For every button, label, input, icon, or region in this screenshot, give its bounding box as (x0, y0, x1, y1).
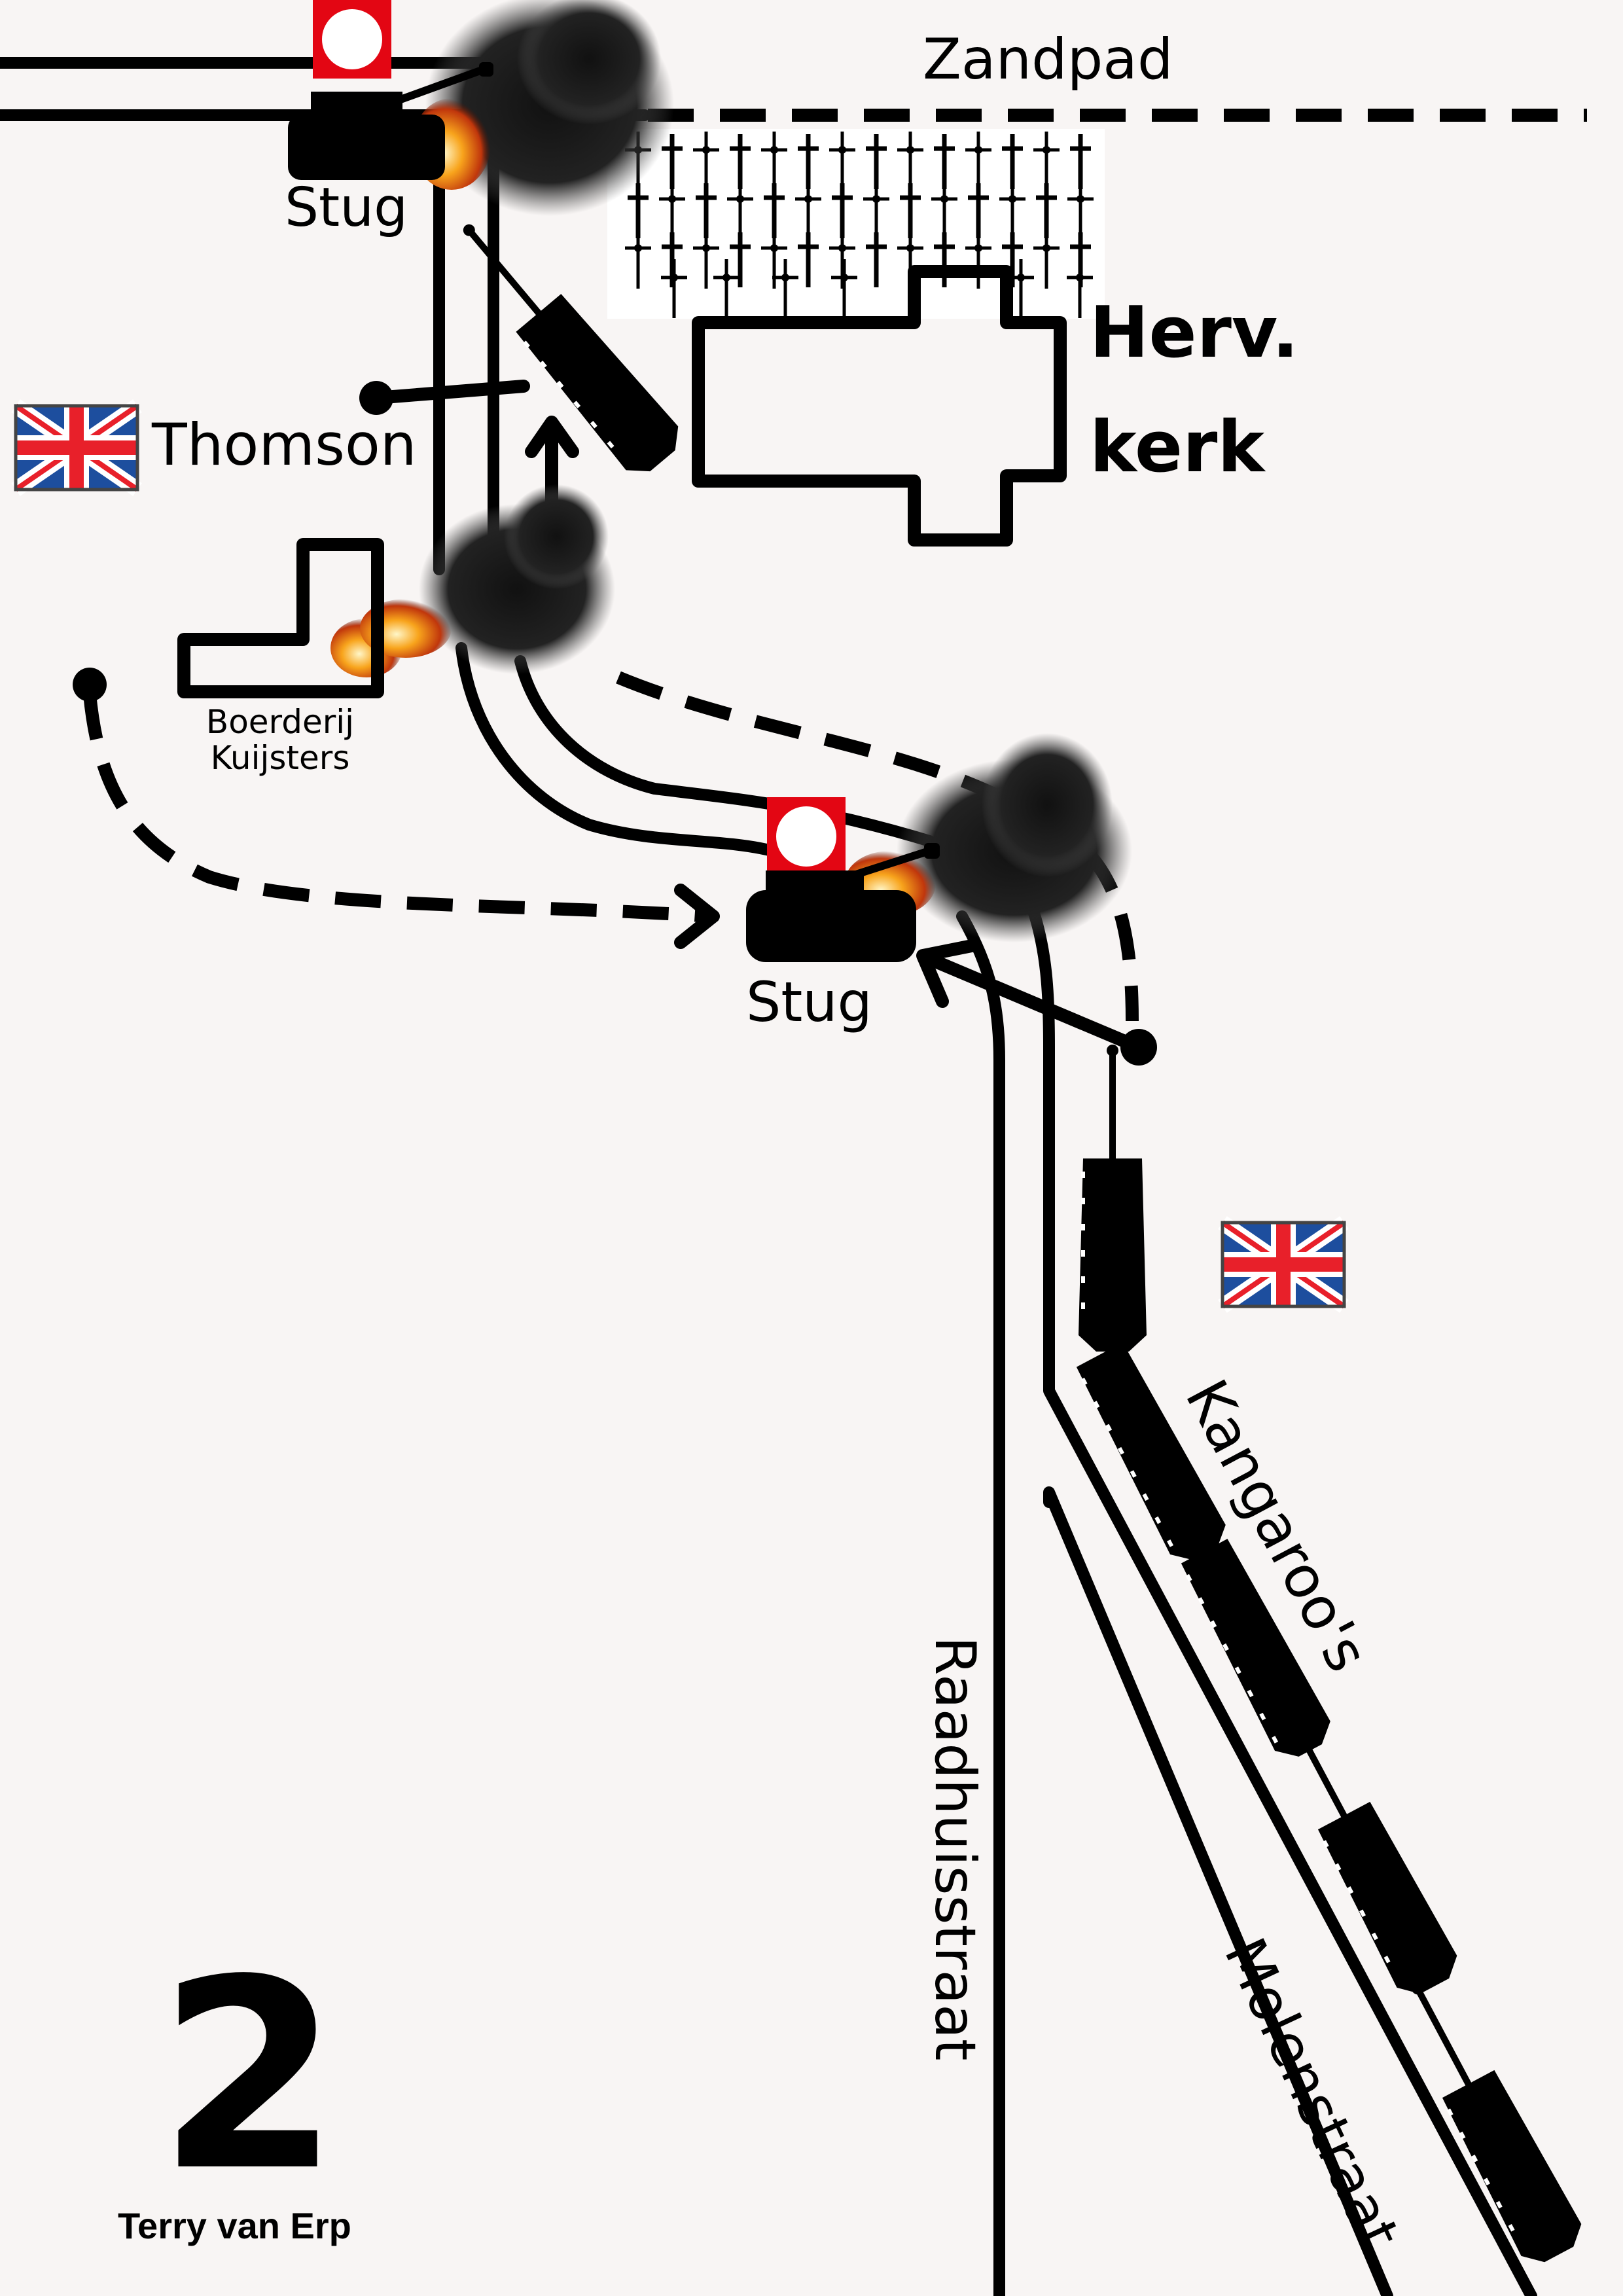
unit-label-stug-top: Stug (285, 177, 408, 239)
burning-vehicle-middle (330, 484, 615, 677)
line-of-fire (370, 380, 530, 404)
german-flag-marker (313, 0, 391, 79)
unit-label-stug-middle: Stug (746, 970, 872, 1034)
german-stug-top: Stug (285, 0, 674, 239)
author-credit: Terry van Erp (118, 2205, 351, 2246)
raadhuisstraat-west-edge (956, 910, 1005, 2296)
german-flag-marker (767, 797, 846, 876)
cemetery (607, 129, 1105, 319)
tank-silhouette-icon (746, 843, 940, 962)
church-label-line2: kerk (1090, 406, 1266, 488)
farm-label-line1: Boerderij (206, 703, 354, 741)
street-label-molenstraat: Molenstraat (1211, 1929, 1412, 2260)
german-stug-middle: Stug (746, 733, 1132, 1034)
union-jack-flag-icon (1222, 1223, 1344, 1306)
street-label-raadhuisstraat: Raadhuisstraat (922, 1636, 988, 2061)
map-number: 2 (158, 1924, 340, 2229)
farm-outline (177, 538, 384, 698)
position-dot-icon (73, 668, 107, 702)
molenstraat-west-edge (1043, 1486, 1393, 2296)
tank-silhouette-icon (288, 62, 493, 180)
unit-label-thomson: Thomson (151, 411, 417, 478)
flanking-route-west (73, 668, 720, 949)
tank-silhouette-icon (1079, 1045, 1147, 1352)
curved-road-outer (455, 642, 778, 857)
union-jack-flag-icon (16, 406, 137, 490)
church-outline (692, 265, 1067, 547)
farm-label-line2: Kuijsters (211, 739, 350, 777)
church-label-line1: Herv. (1090, 292, 1299, 374)
street-label-zandpad: Zandpad (923, 27, 1173, 92)
british-thomson: Thomson (16, 380, 530, 490)
british-attack-arrow (916, 939, 1157, 1066)
